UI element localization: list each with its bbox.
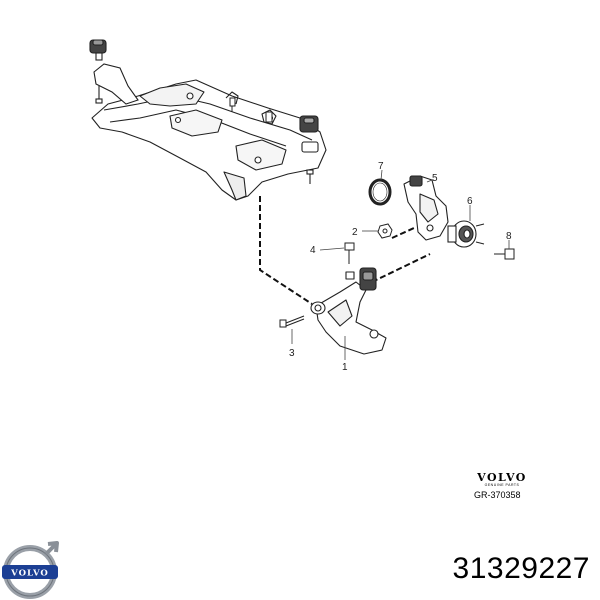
diagram-code: GR-370358 [474, 490, 521, 500]
rear-mount-right [299, 115, 319, 184]
lower-control-arm [310, 267, 387, 355]
nut-2 [377, 223, 393, 239]
connection-lines [259, 196, 431, 305]
subframe [91, 79, 327, 201]
callout-6: 6 [467, 196, 473, 207]
callout-3: 3 [289, 348, 295, 359]
callout-1: 1 [342, 362, 348, 373]
subframe-bolts [229, 97, 273, 123]
bolt-3 [279, 315, 305, 328]
snap-ring [368, 178, 392, 206]
brand-block: VOLVO GENUINE PARTS [462, 472, 542, 488]
callout-7: 7 [378, 161, 384, 172]
part-number: 31329227 [452, 552, 590, 585]
brand-wordmark: VOLVO [477, 471, 527, 484]
volvo-logo: VOLVO [2, 541, 59, 599]
callout-4: 4 [310, 245, 316, 256]
rear-mount-left [89, 39, 139, 105]
iron-mark-icon: VOLVO [2, 541, 59, 599]
callout-5: 5 [432, 173, 438, 184]
wheel-hub [447, 220, 485, 248]
callout-8: 8 [506, 231, 512, 242]
logo-text: VOLVO [10, 569, 49, 579]
callout-2: 2 [352, 227, 358, 238]
bolt-4 [344, 242, 355, 264]
steering-knuckle [403, 175, 449, 241]
brand-tagline: GENUINE PARTS [484, 483, 520, 487]
leader-lines [291, 169, 510, 360]
bolt-8 [494, 248, 515, 260]
